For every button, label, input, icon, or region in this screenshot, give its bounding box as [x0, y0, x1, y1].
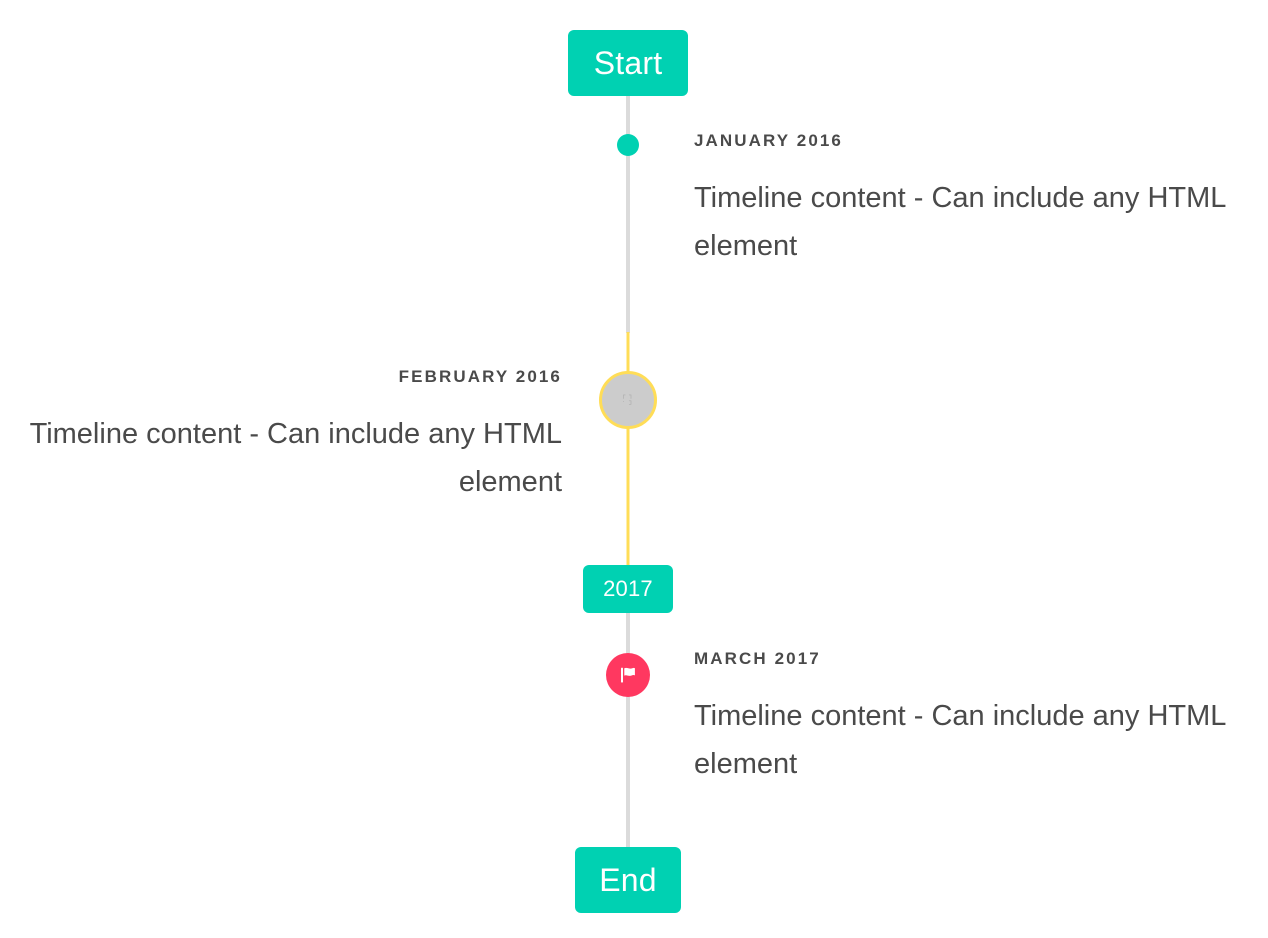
- broken-image-glyph-icon: [622, 394, 631, 405]
- timeline-rail-gray-lower: [626, 613, 630, 848]
- timeline-start-label: Start: [593, 44, 663, 81]
- timeline-rail-gray-upper: [626, 96, 630, 333]
- timeline-item-january-2016: JANUARY 2016 Timeline content - Can incl…: [0, 132, 1268, 271]
- timeline-item-content: MARCH 2017 Timeline content - Can includ…: [628, 650, 1256, 789]
- timeline-marker-broken-image-icon[interactable]: [599, 371, 657, 429]
- timeline-item-content: JANUARY 2016 Timeline content - Can incl…: [628, 132, 1256, 271]
- timeline-item-body: Timeline content - Can include any HTML …: [694, 182, 1226, 262]
- timeline-end-label: End: [599, 861, 657, 898]
- timeline-start-badge[interactable]: Start: [568, 30, 688, 96]
- timeline-divider-badge-2017[interactable]: 2017: [583, 565, 673, 613]
- timeline-marker-teal-dot-icon[interactable]: [617, 134, 639, 156]
- timeline-item-body: Timeline content - Can include any HTML …: [29, 418, 562, 498]
- timeline-item-body: Timeline content - Can include any HTML …: [694, 700, 1226, 780]
- timeline-item-february-2016: FEBRUARY 2016 Timeline content - Can inc…: [0, 368, 1268, 507]
- flag-glyph-icon: [621, 667, 635, 683]
- timeline-item-date: JANUARY 2016: [694, 131, 843, 150]
- timeline-divider-label: 2017: [603, 576, 653, 601]
- timeline-marker-flag-icon[interactable]: [606, 653, 650, 697]
- timeline-item-date: MARCH 2017: [694, 649, 821, 668]
- timeline-item-content: FEBRUARY 2016 Timeline content - Can inc…: [0, 368, 628, 507]
- timeline-item-march-2017: MARCH 2017 Timeline content - Can includ…: [0, 650, 1268, 789]
- timeline-end-badge[interactable]: End: [575, 847, 681, 913]
- timeline-item-date: FEBRUARY 2016: [398, 367, 562, 386]
- timeline-rail-yellow: [626, 332, 630, 566]
